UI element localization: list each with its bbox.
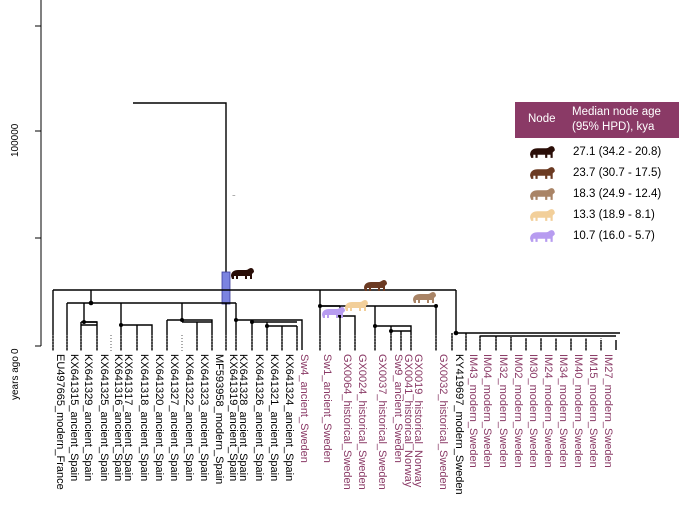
tip-label: KX641329_ancient_Spain	[82, 354, 94, 481]
tree-node	[453, 330, 459, 336]
tree-node	[82, 320, 86, 324]
branch	[80, 321, 97, 350]
bear-icon	[530, 188, 555, 200]
tip-label: KX641321_ancient_Spain	[268, 354, 280, 481]
tip-label: KX641325_ancient_Spain	[98, 354, 110, 481]
legend-row: 10.7 (16.0 - 5.7)	[530, 227, 680, 249]
tip-label: IM24_modern_Sweden	[542, 354, 554, 468]
tree-node	[119, 323, 123, 327]
tip-label: GX0037_historical_Sweden	[376, 354, 388, 490]
legend-row: 23.7 (30.7 - 17.5)	[530, 164, 680, 186]
tip-label: KX641315_ancient_Spain	[68, 354, 80, 481]
legend-header: Node Median node age (95% HPD), kya	[515, 102, 679, 138]
tip-label: KX641324_ancient_Spain	[283, 354, 295, 481]
tip-label: Sw9_ancient_Sweden	[392, 354, 404, 463]
tip-label: KX641323_ancient_Spain	[198, 354, 210, 481]
tip-label: KX641326_ancient_Spain	[253, 354, 265, 481]
tip-label: KX641322_ancient_Spain	[183, 354, 195, 481]
tip-label: MF593958_modern_Spain	[213, 354, 225, 484]
tree-node	[250, 320, 254, 324]
root-branch	[133, 102, 227, 290]
bear-icon-node-2	[364, 280, 387, 291]
legend-row-value: 13.3 (18.9 - 8.1)	[573, 209, 655, 221]
bear-icon-node-3	[413, 292, 436, 303]
y-tick-label-0: 0	[10, 348, 21, 354]
legend-header-age-line1: Median node age	[572, 106, 661, 118]
branch	[235, 303, 303, 350]
tree-node	[389, 329, 393, 333]
legend-row: 18.3 (24.9 - 12.4)	[530, 185, 680, 207]
tip-label: KX641327_ancient_Spain	[168, 354, 180, 481]
legend-row-value: 10.7 (16.0 - 5.7)	[573, 230, 655, 242]
branch	[120, 303, 153, 350]
tip-label: KX641317_ancient_Spain	[122, 354, 134, 481]
tip-label: IM40_modern_Sweden	[572, 354, 584, 468]
y-axis-unit-label: years ago	[10, 356, 21, 400]
bear-icon	[530, 167, 555, 179]
node-hpd-bar	[221, 271, 231, 305]
tip-label: GX0024_historical_Sweden	[356, 354, 368, 490]
legend-header-node: Node	[528, 113, 556, 125]
legend-row: 27.1 (34.2 - 20.8)	[530, 143, 680, 165]
tip-label: KX641318_ancient_Spain	[138, 354, 150, 481]
tip-label: Sw4_ancient_Sweden	[298, 354, 310, 463]
y-tick-label-100000: 100000	[10, 123, 21, 157]
branch	[166, 303, 213, 350]
bear-icon-node-4	[345, 300, 368, 311]
tree-node	[265, 324, 269, 328]
tip-label: KX641328_ancient_Spain	[237, 354, 249, 481]
tree-node	[434, 304, 438, 308]
tip-label: IM32_modern_Sweden	[497, 354, 509, 468]
tip-label: KX641320_ancient_Spain	[153, 354, 165, 481]
tip-label: IM15_modern_Sweden	[587, 354, 599, 468]
small-mark: ⁻	[232, 194, 236, 201]
legend-header-age: Median node age (95% HPD), kya	[572, 105, 661, 135]
tip-label: KX641316_ancient_Spain	[112, 354, 124, 481]
legend-row-value: 18.3 (24.9 - 12.4)	[573, 188, 662, 200]
tree-node	[373, 324, 377, 328]
branch	[83, 303, 98, 350]
tip-label: IM02_modern_Sweden	[512, 354, 524, 468]
tip-label: KX641319_ancient_Spain	[227, 354, 239, 481]
tip-label: KY419697_modern_Sweden	[453, 354, 465, 495]
tip-label: IM43_modern_Sweden	[467, 354, 479, 468]
tip-label: IM27_modern_Sweden	[602, 354, 614, 468]
tip-label: IM04_modern_Sweden	[481, 354, 493, 468]
bear-icon-node-5	[322, 307, 345, 318]
tip-label: Sw1_ancient_Sweden	[321, 354, 333, 463]
branch	[374, 306, 437, 350]
tree-node	[234, 318, 238, 322]
bear-icon	[530, 209, 555, 221]
tip-label: IM30_modern_Sweden	[527, 354, 539, 468]
tree-node	[180, 318, 184, 322]
tip-label: GX0032_historical_Sweden	[437, 354, 449, 490]
legend-row: 13.3 (18.9 - 8.1)	[530, 206, 680, 228]
tip-connectors	[52, 335, 602, 352]
tip-label: GX0041_historical_Norway	[402, 354, 414, 488]
bear-icon	[530, 146, 555, 158]
tip-label: GX0019_historical_Norway	[412, 354, 424, 488]
tip-label: GX0064_historical_Sweden	[341, 354, 353, 490]
tree-node	[88, 300, 94, 306]
tip-label: EU497665_modern_France	[54, 354, 66, 490]
bear-icon-node-1	[231, 268, 254, 279]
legend-row-value: 23.7 (30.7 - 17.5)	[573, 167, 662, 179]
bear-icon	[530, 230, 555, 242]
legend-row-value: 27.1 (34.2 - 20.8)	[573, 146, 662, 158]
tip-label: IM34_modern_Sweden	[557, 354, 569, 468]
tree-node	[318, 304, 322, 308]
legend-header-age-line2: (95% HPD), kya	[572, 121, 655, 133]
